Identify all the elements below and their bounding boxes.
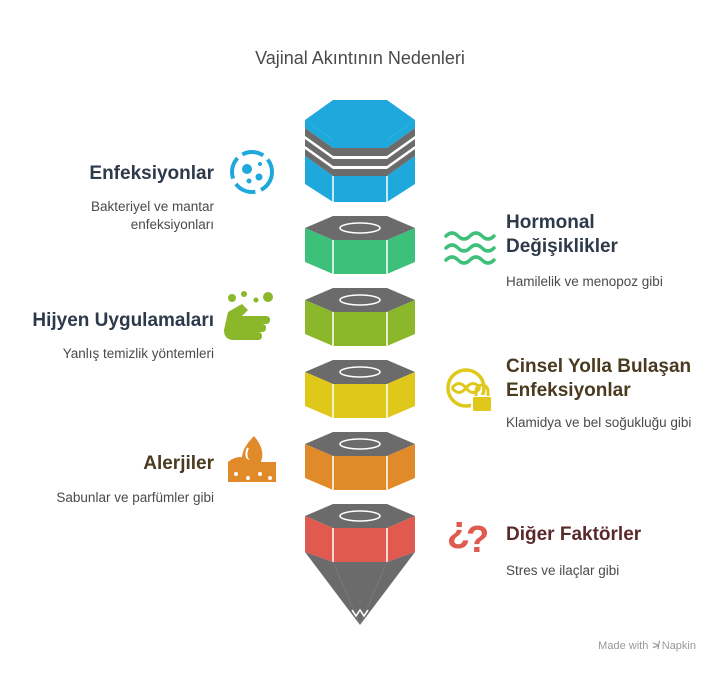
waves-icon (444, 231, 496, 265)
segment-side-right (387, 300, 415, 346)
svg-text:?: ? (447, 513, 470, 555)
hand-washing-icon (224, 291, 273, 340)
segment-side-right (387, 228, 415, 274)
cap-band-2 (305, 139, 415, 166)
segment-top-face (305, 360, 415, 384)
cap-body-front (333, 176, 387, 202)
segment-side-left (305, 372, 333, 418)
item-5-heading: Diğer Faktörler (506, 524, 642, 545)
segment-side-left (305, 444, 333, 490)
item-2-description: Yanlış temizlik yöntemleri (62, 346, 214, 361)
item-1-description: Hamilelik ve menopoz gibi (506, 274, 663, 289)
segment-top-face (305, 504, 415, 528)
segment-hole (339, 222, 381, 234)
segment-hole (339, 510, 381, 522)
segment-side-front (333, 384, 387, 418)
segment-top-face (305, 216, 415, 240)
point-front (333, 562, 387, 625)
item-4-heading: Alerjiler (143, 453, 214, 474)
skin-allergy-icon (228, 436, 276, 482)
cap-top-face (305, 100, 415, 140)
segment-side-right (387, 516, 415, 562)
cap-body-right (387, 156, 415, 202)
item-3-heading: Cinsel Yolla Bulaşan Enfeksiyonlar (506, 356, 692, 401)
item-1-heading: Hormonal Değişiklikler (506, 212, 618, 257)
stack-segment-yellow (305, 360, 415, 418)
point-notch (351, 608, 369, 618)
item-2-heading: Hijyen Uygulamaları (32, 310, 214, 331)
segment-hole (339, 438, 381, 450)
cap-body-left (305, 156, 333, 202)
segment-side-left (305, 300, 333, 346)
cap-band-1 (305, 128, 415, 156)
segment-side-front (333, 456, 387, 490)
stack-top-cap (305, 100, 415, 202)
stack-segment-olive (305, 288, 415, 346)
stack-bottom-point (305, 552, 415, 625)
svg-text:?: ? (466, 519, 489, 561)
segment-side-left (305, 228, 333, 274)
cap-top-side (305, 120, 415, 148)
made-with-label: Made with (598, 640, 649, 652)
stack-segment-orange (305, 432, 415, 490)
segment-side-front (333, 528, 387, 562)
napkin-logo-icon: ≯ (652, 640, 659, 652)
item-0-description: Bakteriyel ve mantar enfeksiyonları (90, 199, 214, 232)
segment-side-front (333, 240, 387, 274)
segment-side-right (387, 444, 415, 490)
item-0-heading: Enfeksiyonlar (89, 163, 214, 184)
segment-side-front (333, 312, 387, 346)
cap-band-3 (305, 149, 415, 176)
question-marks-icon: ? ? (447, 513, 489, 561)
item-4-description: Sabunlar ve parfümler gibi (56, 490, 214, 505)
napkin-brand-label: Napkin (661, 640, 696, 652)
segment-hole (339, 294, 381, 306)
segment-top-face (305, 288, 415, 312)
segment-top-face (305, 432, 415, 456)
diagram-title: Vajinal Akıntının Nedenleri (255, 48, 465, 68)
segment-side-left (305, 516, 333, 562)
safe-sex-icon (446, 368, 493, 413)
segment-side-right (387, 372, 415, 418)
microbe-icon (230, 150, 274, 194)
made-with-footer[interactable]: Made with≯Napkin (598, 640, 696, 652)
stack-segment-red (305, 504, 415, 562)
item-5-description: Stres ve ilaçlar gibi (506, 563, 620, 578)
stack-segment-green (305, 216, 415, 274)
point-left (305, 552, 360, 625)
item-3-description: Klamidya ve bel soğukluğu gibi (506, 415, 692, 430)
segment-hole (339, 366, 381, 378)
point-right (360, 552, 415, 625)
